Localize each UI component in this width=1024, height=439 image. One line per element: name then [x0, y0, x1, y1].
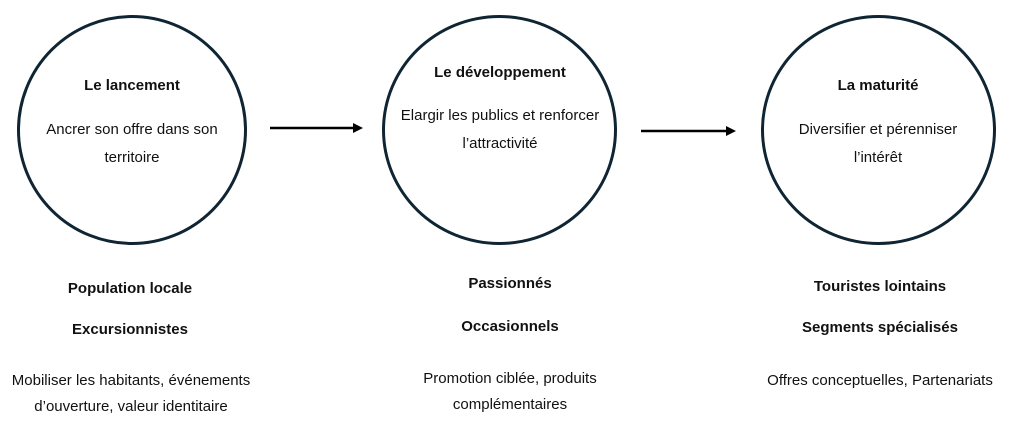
segment-development-2: Occasionnels: [461, 318, 559, 335]
stage-description-launch: Ancrer son offre dans son territoire: [46, 121, 218, 166]
stage-title-launch: Le lancement: [84, 77, 180, 94]
stage-description-development: Elargir les publics et renforcer l’attra…: [400, 107, 600, 152]
stage-circle-development: [382, 15, 617, 245]
segment-maturity-2: Segments spécialisés: [802, 319, 958, 336]
segment-maturity-1: Touristes lointains: [813, 278, 947, 295]
segment-development-1: Passionnés: [468, 275, 552, 292]
actions-launch: Mobiliser les habitants, événements d’ou…: [11, 372, 251, 415]
stage-circle-launch: [17, 15, 247, 245]
stage-title-maturity: La maturité: [837, 77, 919, 94]
segment-launch-1: Population locale: [67, 280, 193, 297]
segment-launch-2: Excursionnistes: [72, 321, 188, 338]
stage-title-development: Le développement: [434, 64, 566, 81]
actions-maturity: Offres conceptuelles, Partenariats: [767, 372, 993, 389]
stage-circle-maturity: [761, 15, 996, 245]
stage-description-maturity: Diversifier et pérenniser l’intérêt: [798, 121, 958, 166]
actions-development: Promotion ciblée, produits complémentair…: [423, 370, 597, 413]
